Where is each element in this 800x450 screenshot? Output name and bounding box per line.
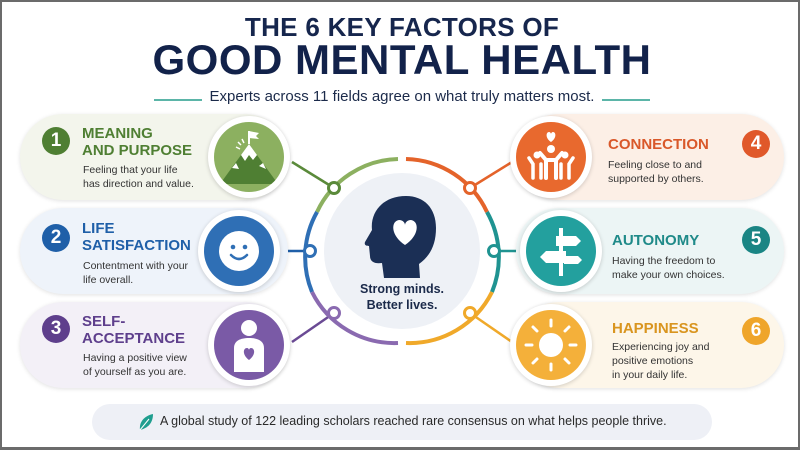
title-line-1: THE 6 KEY FACTORS OF [244, 12, 560, 42]
signpost-icon [540, 228, 582, 276]
subtitle: Experts across 11 fields agree on what t… [209, 88, 595, 105]
factor-title: SELF-ACCEPTANCE [82, 313, 186, 347]
factor-title: CONNECTION [608, 136, 709, 153]
factor-number-badge: 2 [42, 224, 70, 252]
tagline-line-2: Better lives. [366, 298, 438, 312]
person-heart-icon [234, 320, 264, 372]
hub-tagline: Strong minds. Better lives. [332, 281, 472, 313]
factor-number-badge: 4 [742, 130, 770, 158]
factor-title: AUTONOMY [612, 232, 700, 249]
factor-title: HAPPINESS [612, 320, 699, 337]
factor-number-badge: 3 [42, 315, 70, 343]
factor-number-badge: 1 [42, 127, 70, 155]
subtitle-rule-right [602, 99, 650, 101]
head-with-heart-icon [364, 196, 436, 278]
subtitle-rule-left [154, 99, 202, 101]
sun-icon [524, 318, 578, 372]
factor-icon-happiness [510, 304, 592, 386]
mountain-flag-icon [220, 131, 278, 184]
footer-text: A global study of 122 leading scholars r… [160, 414, 667, 428]
factor-icon-meaning-purpose [208, 116, 290, 198]
title-line-2: GOOD MENTAL HEALTH [152, 36, 652, 83]
factor-number-badge: 5 [742, 226, 770, 254]
factor-icon-connection [510, 116, 592, 198]
tagline-line-1: Strong minds. [359, 282, 445, 296]
factor-icon-life-satisfaction [198, 210, 280, 292]
people-heart-icon [527, 132, 575, 180]
factor-icon-autonomy [520, 210, 602, 292]
footer-banner: A global study of 122 leading scholars r… [92, 404, 712, 440]
factor-number-badge: 6 [742, 317, 770, 345]
factor-icon-self-acceptance [208, 304, 290, 386]
leaf-icon [139, 414, 153, 431]
smiley-face-icon [219, 231, 259, 271]
